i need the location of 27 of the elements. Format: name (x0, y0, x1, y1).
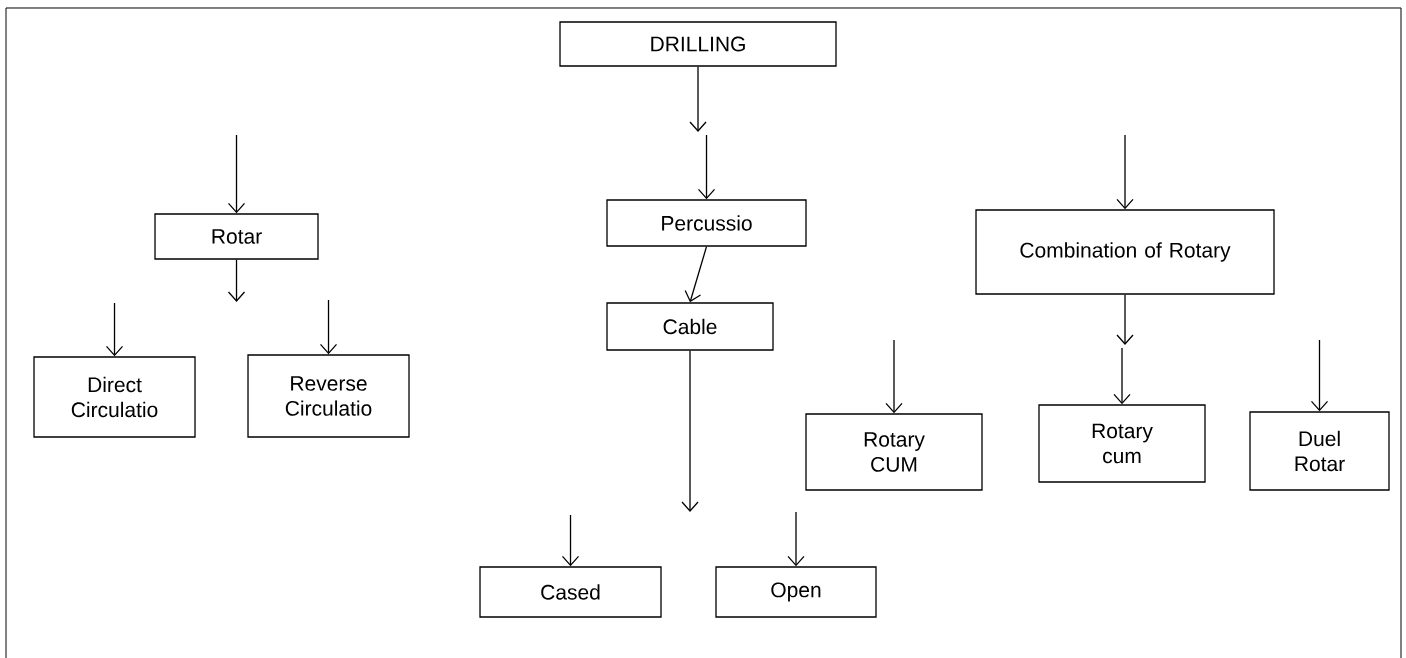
process-box: Direct Circulatio (33, 356, 196, 438)
arrow (684, 246, 708, 303)
arrow (787, 511, 805, 567)
arrow (681, 350, 699, 512)
arrow (697, 134, 716, 200)
arrow (1310, 339, 1329, 412)
process-box: Rotary CUM (805, 413, 983, 491)
process-box: Percussio (606, 199, 807, 247)
process-box: Rotar (154, 213, 319, 260)
arrow (227, 134, 246, 214)
arrow (689, 66, 707, 132)
process-box: Open (715, 566, 877, 618)
process-box: Cased (479, 566, 662, 618)
arrow (227, 259, 246, 302)
process-box: Reverse Circulatio (247, 354, 410, 438)
arrow (105, 302, 124, 357)
process-box: Rotary cum (1038, 404, 1206, 483)
arrow (885, 339, 903, 414)
arrow (1116, 294, 1134, 345)
arrow (1113, 347, 1131, 405)
arrow (561, 514, 580, 567)
arrow (319, 299, 338, 355)
process-box: Cable (606, 302, 774, 351)
arrow (1116, 134, 1134, 210)
process-box: Combination of Rotary (975, 209, 1275, 295)
process-box: DRILLING (559, 21, 837, 67)
process-box: Duel Rotar (1249, 411, 1390, 491)
